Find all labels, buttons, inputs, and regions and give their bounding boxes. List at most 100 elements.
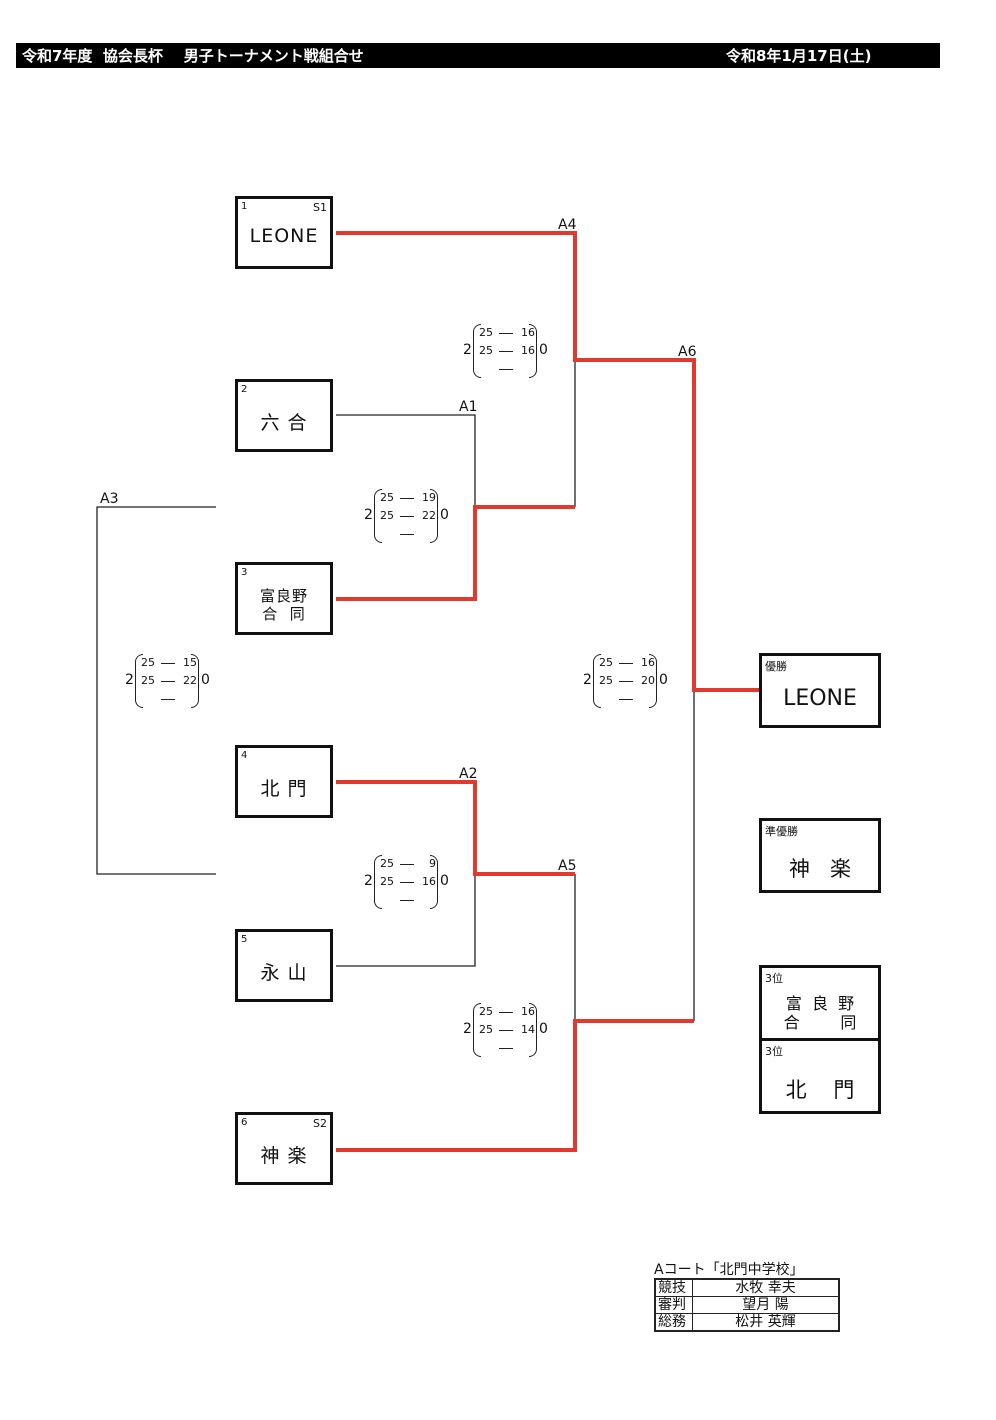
set-score: 25 bbox=[599, 656, 613, 669]
champion-name: LEONE bbox=[783, 686, 857, 711]
third-place-name: 北 門 bbox=[785, 1078, 855, 1102]
dash bbox=[499, 333, 513, 334]
dash bbox=[400, 516, 414, 517]
dash bbox=[400, 882, 414, 883]
set-score: 25 bbox=[380, 857, 394, 870]
team-box-4: 4 北 門 bbox=[235, 745, 333, 818]
dash bbox=[619, 681, 633, 682]
line-a3 bbox=[96, 506, 216, 875]
dash bbox=[400, 534, 414, 535]
header-bar: 令和7年度 協会長杯 男子トーナメント戦組合せ 令和8年1月17日(土) bbox=[16, 43, 940, 68]
staff-row: 競技 水牧 幸夫 bbox=[654, 1278, 840, 1297]
winner-sets: 2 bbox=[125, 672, 134, 688]
champion-label: 優勝 bbox=[765, 660, 787, 673]
set-score: 25 bbox=[599, 674, 613, 687]
winner-sets: 2 bbox=[583, 672, 592, 688]
winner-sets: 2 bbox=[463, 1021, 472, 1037]
third-place-label: 3位 bbox=[765, 972, 783, 985]
dash bbox=[161, 699, 175, 700]
right-paren bbox=[529, 324, 537, 378]
line-a1-top bbox=[336, 414, 476, 507]
right-paren bbox=[430, 489, 438, 543]
set-score: 25 bbox=[479, 344, 493, 357]
staff-grid: 競技 水牧 幸夫 審判 望月 陽 総務 松井 英輝 bbox=[654, 1278, 840, 1332]
team-box-5: 5 永 山 bbox=[235, 929, 333, 1002]
win-line-kagura bbox=[336, 1019, 694, 1152]
win-line-furano bbox=[336, 505, 575, 601]
set-score: 25 bbox=[380, 509, 394, 522]
right-paren bbox=[529, 1003, 537, 1057]
winner-sets: 2 bbox=[364, 873, 373, 889]
right-paren bbox=[191, 654, 199, 708]
dash bbox=[619, 663, 633, 664]
dash bbox=[161, 663, 175, 664]
staff-row: 総務 松井 英輝 bbox=[654, 1313, 840, 1332]
staff-role: 総務 bbox=[654, 1313, 693, 1332]
set-score: 25 bbox=[479, 1023, 493, 1036]
set-score: 25 bbox=[479, 1005, 493, 1018]
seed-number: 5 bbox=[241, 934, 248, 945]
dash bbox=[499, 1030, 513, 1031]
match-label-a6: A6 bbox=[678, 344, 697, 360]
line-a2-bottom bbox=[336, 874, 476, 967]
set-score: 9 bbox=[429, 857, 436, 870]
set-score: 20 bbox=[641, 674, 655, 687]
seed-number: 6 bbox=[241, 1117, 248, 1128]
dash bbox=[400, 498, 414, 499]
set-score: 25 bbox=[479, 326, 493, 339]
set-score: 22 bbox=[422, 509, 436, 522]
set-score: 25 bbox=[141, 674, 155, 687]
loser-sets: 0 bbox=[539, 1021, 548, 1037]
third-place-box-2: 3位 北 門 bbox=[759, 1038, 881, 1114]
loser-sets: 0 bbox=[539, 342, 548, 358]
page-title: 令和7年度 協会長杯 男子トーナメント戦組合せ bbox=[22, 47, 364, 65]
set-score: 25 bbox=[380, 875, 394, 888]
set-score: 14 bbox=[521, 1023, 535, 1036]
team-box-6: 6 S2 神 楽 bbox=[235, 1112, 333, 1185]
dash bbox=[161, 681, 175, 682]
right-paren bbox=[649, 654, 657, 708]
staff-role: 審判 bbox=[654, 1296, 693, 1314]
seed-number: 2 bbox=[241, 384, 248, 395]
event-date: 令和8年1月17日(土) bbox=[726, 47, 872, 65]
court-label: Aコート「北門中学校」 bbox=[654, 1262, 804, 1278]
seed-slot: S2 bbox=[313, 1117, 327, 1130]
team-name: 神 楽 bbox=[260, 1145, 308, 1167]
third-place-box-1: 3位 富 良 野 合 同 bbox=[759, 965, 881, 1041]
staff-table: Aコート「北門中学校」 競技 水牧 幸夫 審判 望月 陽 総務 松井 英輝 bbox=[654, 1262, 840, 1332]
champion-box: 優勝 LEONE bbox=[759, 653, 881, 728]
win-line-hokumon bbox=[336, 780, 575, 876]
staff-row: 審判 望月 陽 bbox=[654, 1296, 840, 1314]
runner-up-box: 準優勝 神 楽 bbox=[759, 818, 881, 893]
match-label-a4: A4 bbox=[558, 217, 577, 233]
dash bbox=[619, 699, 633, 700]
seed-slot: S1 bbox=[313, 201, 327, 214]
staff-person: 望月 陽 bbox=[692, 1296, 840, 1314]
seed-number: 3 bbox=[241, 567, 248, 578]
set-score: 25 bbox=[380, 491, 394, 504]
loser-sets: 0 bbox=[201, 672, 210, 688]
runner-up-label: 準優勝 bbox=[765, 825, 798, 838]
dash bbox=[499, 351, 513, 352]
team-box-3: 3 富良野 合 同 bbox=[235, 562, 333, 635]
right-paren bbox=[430, 855, 438, 909]
loser-sets: 0 bbox=[659, 672, 668, 688]
third-place-label: 3位 bbox=[765, 1045, 783, 1058]
match-label-a5: A5 bbox=[558, 858, 577, 874]
staff-person: 松井 英輝 bbox=[692, 1313, 840, 1332]
loser-sets: 0 bbox=[440, 507, 449, 523]
set-score: 22 bbox=[183, 674, 197, 687]
third-place-name: 富 良 野 合 同 bbox=[783, 994, 857, 1032]
loser-sets: 0 bbox=[440, 873, 449, 889]
win-line-leone bbox=[336, 231, 760, 692]
match-label-a1: A1 bbox=[459, 399, 478, 415]
dash bbox=[499, 369, 513, 370]
team-box-2: 2 六 合 bbox=[235, 379, 333, 452]
dash bbox=[499, 1012, 513, 1013]
staff-role: 競技 bbox=[654, 1278, 693, 1297]
team-name: 北 門 bbox=[260, 778, 308, 800]
